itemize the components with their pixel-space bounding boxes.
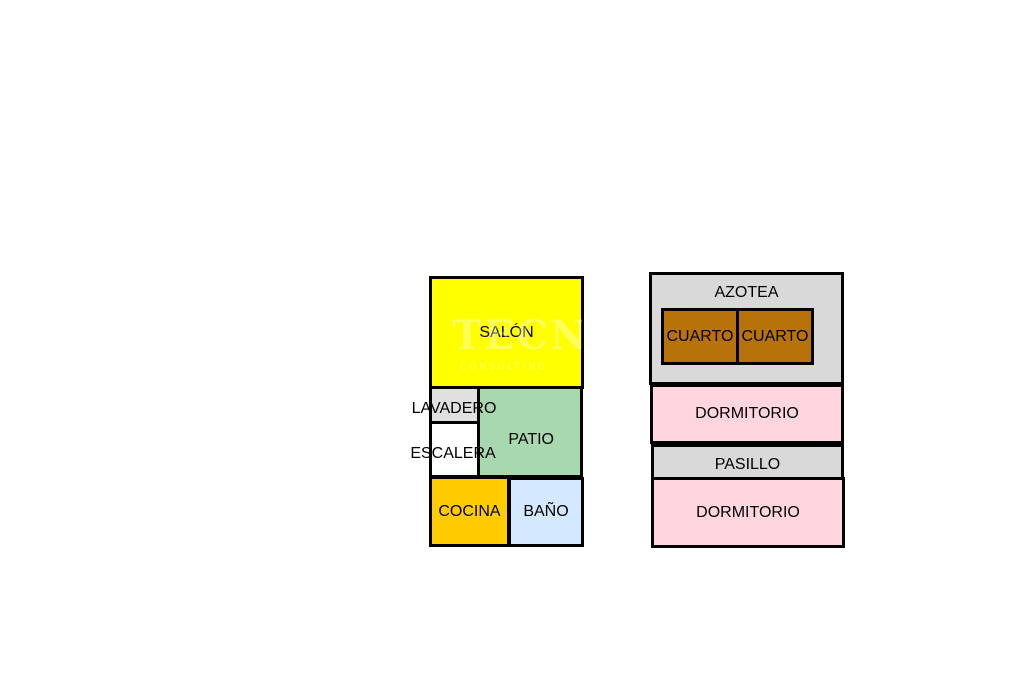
cocina-label: COCINA	[438, 502, 501, 520]
salon-label: SALÓN	[479, 323, 534, 341]
room-cuarto-1: CUARTO	[661, 308, 739, 365]
room-salon: SALÓN	[429, 276, 584, 389]
azotea-label: AZOTEA	[714, 284, 779, 301]
dormitorio-2-label: DORMITORIO	[696, 503, 800, 521]
room-cuarto-2: CUARTO	[736, 308, 814, 365]
room-lavadero	[429, 386, 480, 424]
bano-label: BAÑO	[523, 503, 569, 520]
cuarto-2-label: CUARTO	[741, 327, 809, 345]
patio-label: PATIO	[508, 431, 554, 448]
pasillo-label: PASILLO	[714, 455, 781, 473]
lavadero-label: LAVADERO	[411, 400, 497, 417]
room-pasillo: PASILLO	[651, 444, 844, 480]
room-bano: BAÑO	[508, 477, 584, 547]
cuarto-1-label: CUARTO	[666, 327, 734, 345]
room-dormitorio-2: DORMITORIO	[651, 477, 845, 548]
room-dormitorio-1: DORMITORIO	[650, 384, 844, 444]
room-cocina: COCINA	[429, 476, 510, 547]
dormitorio-1-label: DORMITORIO	[695, 405, 799, 422]
escalera-label: ESCALERA	[410, 445, 496, 462]
